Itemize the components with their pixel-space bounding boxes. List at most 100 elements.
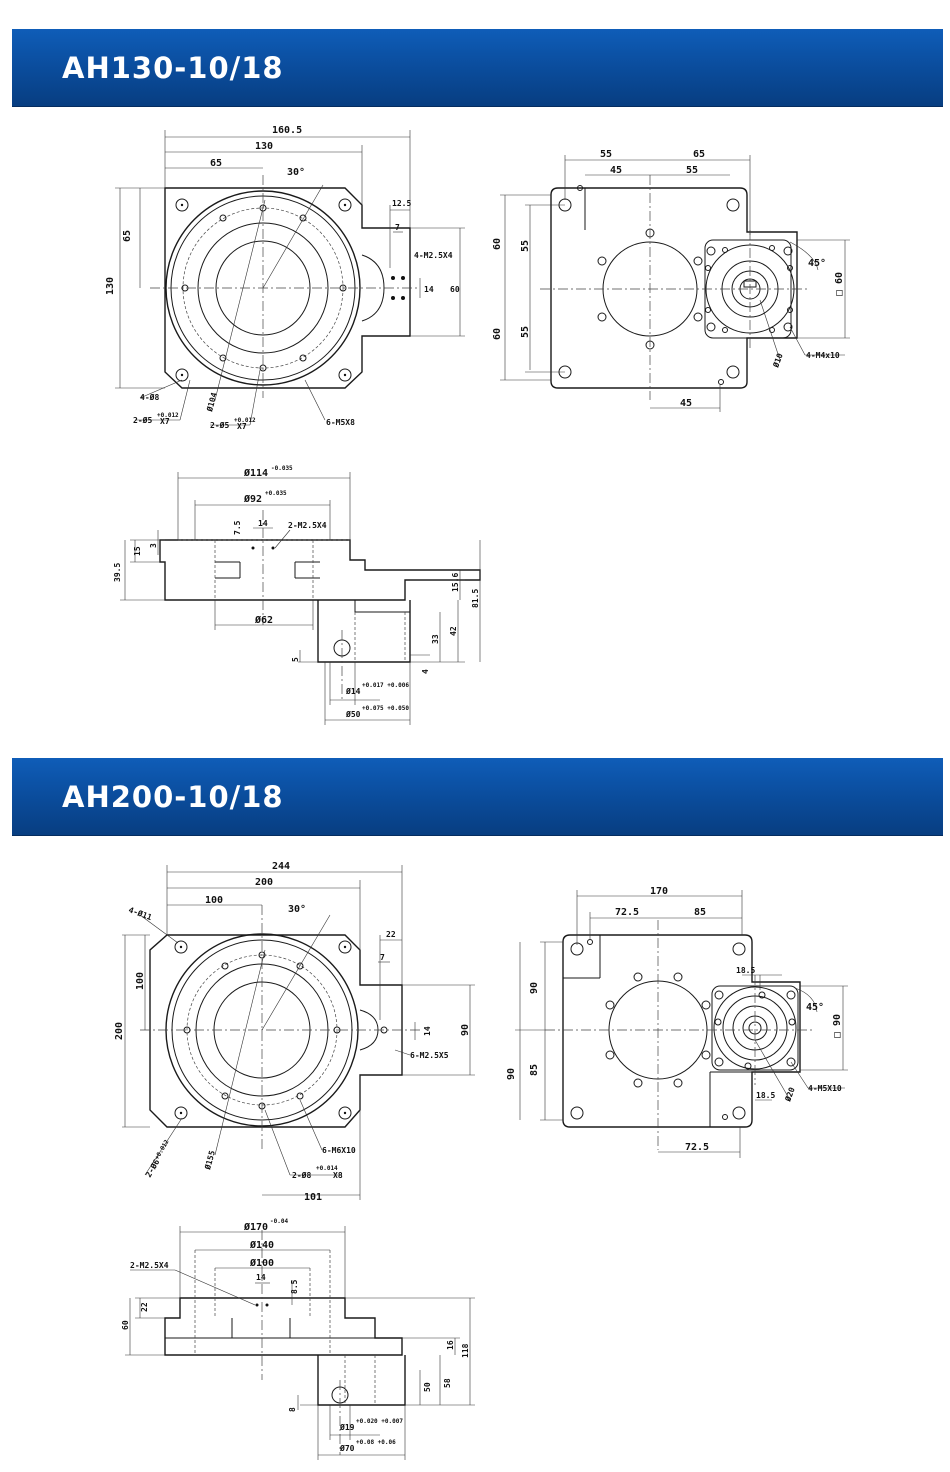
dim-label: 7 — [380, 953, 385, 962]
dim-label: 8 — [288, 1407, 297, 1412]
dim-label: 3 — [149, 543, 158, 548]
tol-value: +0.08 +0.06 — [356, 1439, 396, 1446]
dim-label: 55 — [686, 165, 698, 176]
dim-label: 130 — [255, 141, 273, 152]
tol-dim: Ø70 — [339, 1443, 355, 1453]
dim-label: 6-M5X8 — [326, 418, 355, 427]
dim-label: 100 — [135, 972, 146, 990]
dim-label: 5 — [291, 657, 300, 662]
dim-label: 4-Ø8 — [140, 392, 159, 402]
dim-label: 30° — [287, 167, 305, 178]
dim-label: 14 — [258, 519, 268, 528]
dim-label: 2-M2.5X4 — [288, 521, 327, 530]
dim-label: 160.5 — [272, 125, 302, 136]
dim-label: 72.5 — [615, 907, 639, 918]
dim-label: 12.5 — [392, 199, 411, 208]
dim-label: 90 — [460, 1024, 471, 1036]
dim-label: 22 — [386, 930, 396, 939]
tol-dim: Ø170 — [243, 1221, 268, 1233]
dim-label: 58 — [443, 1378, 452, 1388]
dim-label: 50 — [423, 1382, 432, 1392]
dim-label: 16 — [446, 1340, 455, 1350]
dim-label: 65 — [122, 230, 133, 242]
dim-label: 200 — [114, 1022, 125, 1040]
dim-label: Ø100 — [249, 1257, 274, 1269]
tol-dim: Ø14 — [345, 686, 361, 696]
dim-label: Ø20 — [782, 1086, 797, 1104]
dim-label: 6-M6X10 — [322, 1146, 356, 1155]
dim-label: 65 — [693, 149, 705, 160]
dim-label: 4-Ø11 — [127, 904, 153, 922]
dim-label: 55 — [600, 149, 612, 160]
tol-value: +0.035 — [265, 490, 287, 497]
tol-dim: Ø19 — [339, 1422, 355, 1432]
pin-suffix: X8 — [333, 1171, 343, 1180]
dim-label: 4-M5X10 — [808, 1084, 842, 1093]
tol-dim: Ø114 — [243, 467, 268, 479]
tol-value: +0.075 +0.050 — [362, 705, 409, 712]
tol-value: +0.020 +0.007 — [356, 1418, 403, 1425]
dim-label: 90 — [506, 1068, 517, 1080]
dim-label: 6-M2.5X5 — [410, 1051, 449, 1060]
pin-suffix: X7 — [237, 422, 247, 431]
dim-label: 14 — [423, 1026, 432, 1036]
tol-value: -0.035 — [271, 465, 293, 472]
dim-label: Ø155 — [202, 1149, 217, 1171]
dim-label: 60 — [121, 1320, 130, 1330]
section-title: AH200-10/18 — [62, 780, 284, 814]
dim-label: Ø62 — [254, 614, 273, 626]
dim-label: 30° — [288, 904, 306, 915]
dim-label: 7.5 — [233, 520, 242, 535]
dim-label: 39.5 — [113, 563, 122, 582]
tol-value: -0.04 — [270, 1218, 288, 1225]
ah130-top-view: 160.5 130 65 30° 12.5 7 4-M2.5X4 14 60 6… — [105, 125, 465, 431]
dim-label: Ø140 — [249, 1239, 274, 1251]
dim-label: 42 — [449, 626, 458, 636]
ah200-back-view: 170 72.5 85 18.5 45° 90 □ 90 90 85 18.5 … — [506, 886, 848, 1158]
dim-label: 33 — [431, 634, 440, 644]
dim-label: 8.5 — [290, 1279, 299, 1294]
dim-label: 15 — [133, 546, 142, 556]
dim-label: 18.5 — [756, 1091, 775, 1100]
pin-tolerance: +0.012 — [234, 417, 256, 424]
dim-label: 65 — [210, 158, 222, 169]
dim-label: □ 60 — [834, 272, 845, 296]
dim-label: Ø10 — [770, 352, 785, 370]
dim-label: 130 — [105, 277, 116, 295]
dim-label: 101 — [304, 1192, 322, 1203]
section-header-ah200: AH200-10/18 — [12, 758, 943, 836]
pin-label: 2-Ø5 — [210, 420, 229, 430]
dim-label: 85 — [529, 1064, 540, 1076]
tol-dim: Ø50 — [345, 709, 361, 719]
dim-label: 15.6 — [451, 573, 460, 592]
dim-label: 60 — [450, 285, 460, 294]
dim-label: 85 — [694, 907, 706, 918]
dim-label: □ 90 — [832, 1014, 843, 1038]
tol-value: +0.017 +0.006 — [362, 682, 409, 689]
dim-label: 170 — [650, 886, 668, 897]
dim-label: 45 — [680, 398, 692, 409]
dim-label: 81.5 — [471, 589, 480, 608]
dim-label: 4-M4x10 — [806, 351, 840, 360]
dim-label: 14 — [256, 1273, 266, 1282]
dim-label: 72.5 — [685, 1142, 709, 1153]
dim-label: 4 — [421, 669, 430, 674]
section-title: AH130-10/18 — [62, 51, 284, 85]
dim-label: 45° — [808, 258, 826, 269]
ah130-side-view: Ø114 -0.035 Ø92 +0.035 7.5 14 2-M2.5X4 1… — [113, 465, 481, 725]
pin-tolerance: +0.012 — [157, 412, 179, 419]
ah130-back-view: 55 65 45 55 60 55 60 55 45° □ 60 Ø10 4-M… — [492, 149, 850, 412]
dim-label: 244 — [272, 861, 290, 872]
dim-label: 45° — [806, 1002, 824, 1013]
dim-label: 55 — [520, 240, 531, 252]
pin-label: 2-Ø8 — [292, 1170, 311, 1180]
ah200-top-view: 244 200 100 30° 22 4-Ø11 7 100 200 14 90… — [114, 861, 475, 1203]
pin-suffix: X7 — [160, 417, 170, 426]
dim-label: 2-M2.5X4 — [130, 1261, 169, 1270]
dim-label: 22 — [140, 1302, 149, 1312]
pin-tolerance: +0.014 — [316, 1165, 338, 1172]
pin-label: 2-Ø5 — [133, 415, 152, 425]
dim-label: 60 — [492, 238, 503, 250]
dim-label: 60 — [492, 328, 503, 340]
